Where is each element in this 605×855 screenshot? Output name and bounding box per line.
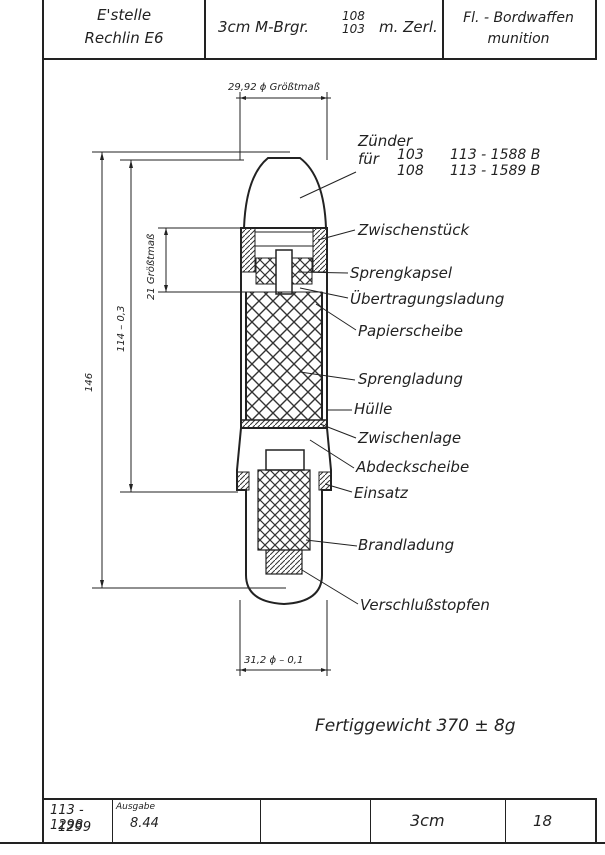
footer-caliber: 3cm	[410, 811, 445, 830]
dim-small-length: 21 Größtmaß	[146, 233, 157, 300]
label-verschlussstopfen: Verschlußstopfen	[360, 596, 490, 614]
designation-tail: m. Zerl.	[379, 18, 438, 36]
title-block: E'stelle Rechlin E6 3cm M-Brgr. 108 103 …	[42, 0, 597, 60]
label-huelle: Hülle	[354, 400, 393, 418]
footer-page-cell: 18	[505, 800, 591, 842]
footer-block: 113 - 1298 1299 Ausgabe 8.44 3cm 18	[42, 798, 597, 844]
fuze-variant-108: 108	[397, 163, 424, 179]
fuze-number-1588: 113 - 1588 B	[450, 147, 541, 163]
category-cell: Fl. - Bordwaffen munition	[442, 0, 595, 58]
finished-weight: Fertiggewicht 370 ± 8g	[315, 716, 516, 736]
designation-variants: 108 103	[342, 10, 365, 36]
origin-cell: E'stelle Rechlin E6	[44, 0, 206, 58]
footer-empty-cell	[260, 800, 371, 842]
footer-issue-cell: Ausgabe 8.44	[112, 800, 261, 842]
dim-top-diameter: 29,92 ϕ Größtmaß	[228, 82, 320, 93]
variant-top: 108	[342, 9, 365, 23]
bottom-rule	[0, 842, 605, 844]
category-line2: munition	[487, 31, 550, 47]
footer-issue-value: 8.44	[130, 816, 159, 831]
origin-line2: Rechlin E6	[84, 29, 164, 47]
label-zwischenlage: Zwischenlage	[358, 429, 462, 447]
dim-bottom-diameter: 31,2 ϕ – 0,1	[244, 655, 304, 666]
dim-body-length: 114 – 0,3	[116, 305, 127, 352]
footer-number-bottom: 1299	[58, 820, 92, 835]
fuze-variant-103: 103	[397, 147, 424, 163]
footer-issue-label: Ausgabe	[116, 802, 156, 812]
origin-line1: E'stelle	[96, 6, 152, 24]
label-sprengkapsel: Sprengkapsel	[350, 264, 453, 282]
label-abdeckscheibe: Abdeckscheibe	[356, 458, 470, 476]
fuze-for: für	[358, 150, 379, 168]
label-sprengladung: Sprengladung	[358, 370, 463, 388]
category-line1: Fl. - Bordwaffen	[463, 10, 574, 26]
fuze-label: Zünder	[358, 132, 413, 150]
label-einsatz: Einsatz	[354, 484, 408, 502]
fuze-number-1589: 113 - 1589 B	[450, 163, 541, 179]
label-zwischenstueck: Zwischenstück	[358, 221, 470, 239]
drawing-frame: E'stelle Rechlin E6 3cm M-Brgr. 108 103 …	[42, 0, 605, 855]
designation-cell: 3cm M-Brgr. 108 103 m. Zerl.	[204, 0, 444, 58]
left-border	[42, 58, 44, 800]
shell-drawing	[92, 92, 359, 676]
variant-bottom: 103	[342, 22, 365, 36]
footer-number-cell: 113 - 1298 1299	[44, 800, 113, 842]
dim-total-length: 146	[84, 372, 95, 392]
designation-main: 3cm M-Brgr.	[218, 18, 310, 36]
label-uebertragungsladung: Übertragungsladung	[350, 290, 505, 308]
label-papierscheibe: Papierscheibe	[358, 322, 464, 340]
footer-number-top: 113 - 1298	[50, 803, 84, 833]
footer-caliber-cell: 3cm	[370, 800, 506, 842]
footer-page-number: 18	[533, 812, 553, 830]
label-brandladung: Brandladung	[358, 536, 455, 554]
